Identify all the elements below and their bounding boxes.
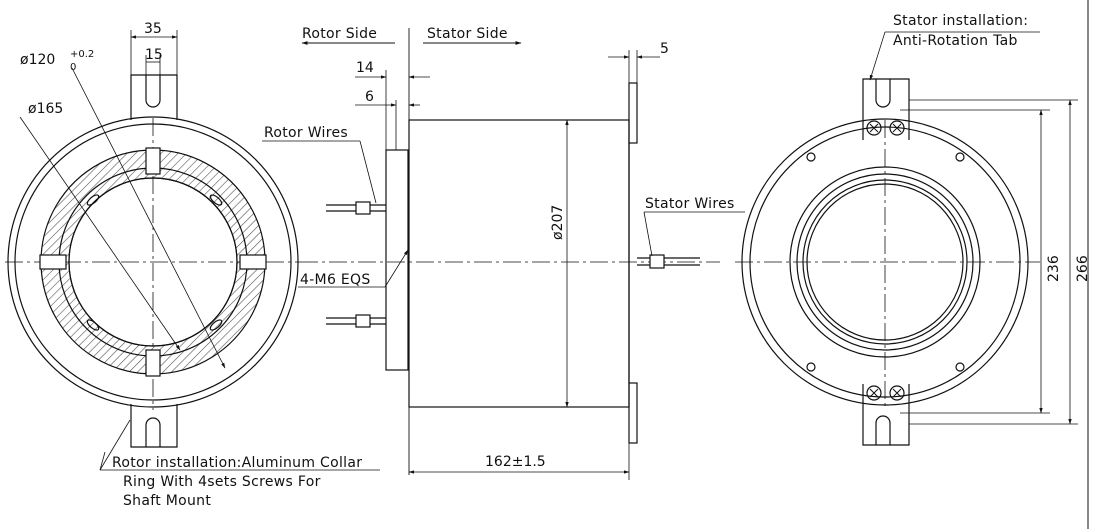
right-view [735, 0, 1089, 529]
side-view [262, 28, 745, 480]
rotor-install-line1: Rotor installation:Aluminum Collar [112, 455, 362, 471]
annotations: ø120 +0.2 0 ø165 35 15 Rotor Side Stator… [20, 13, 1091, 509]
dia-207-label: ø207 [550, 205, 566, 240]
dim-15-label: 15 [145, 47, 163, 63]
rotor-side-label: Rotor Side [302, 26, 377, 42]
dim-35-label: 35 [144, 21, 162, 37]
length-162-label: 162±1.5 [485, 454, 546, 470]
dia-165-label: ø165 [28, 101, 63, 117]
rotor-wires-label: Rotor Wires [264, 125, 348, 141]
stator-install-line2: Anti-Rotation Tab [893, 33, 1018, 49]
m6-label: 4-M6 EQS [300, 272, 371, 288]
tolerance-upper: +0.2 [70, 49, 94, 60]
left-view [5, 30, 380, 471]
rotor-install-line3: Shaft Mount [123, 493, 211, 509]
outer-flange-circle [7, 116, 299, 408]
dim-6-label: 6 [365, 89, 374, 105]
dim-14-label: 14 [356, 60, 374, 76]
dia-120-label: ø120 [20, 52, 55, 68]
stator-install-line1: Stator installation: [893, 13, 1028, 29]
stator-side-label: Stator Side [427, 26, 508, 42]
stator-wires-label: Stator Wires [645, 196, 735, 212]
rotor-install-line2: Ring With 4sets Screws For [123, 474, 321, 490]
dim-266-label: 266 [1075, 255, 1091, 282]
tolerance-lower: 0 [70, 62, 76, 73]
dim-236-label: 236 [1046, 255, 1062, 282]
dim-5-label: 5 [660, 41, 669, 57]
